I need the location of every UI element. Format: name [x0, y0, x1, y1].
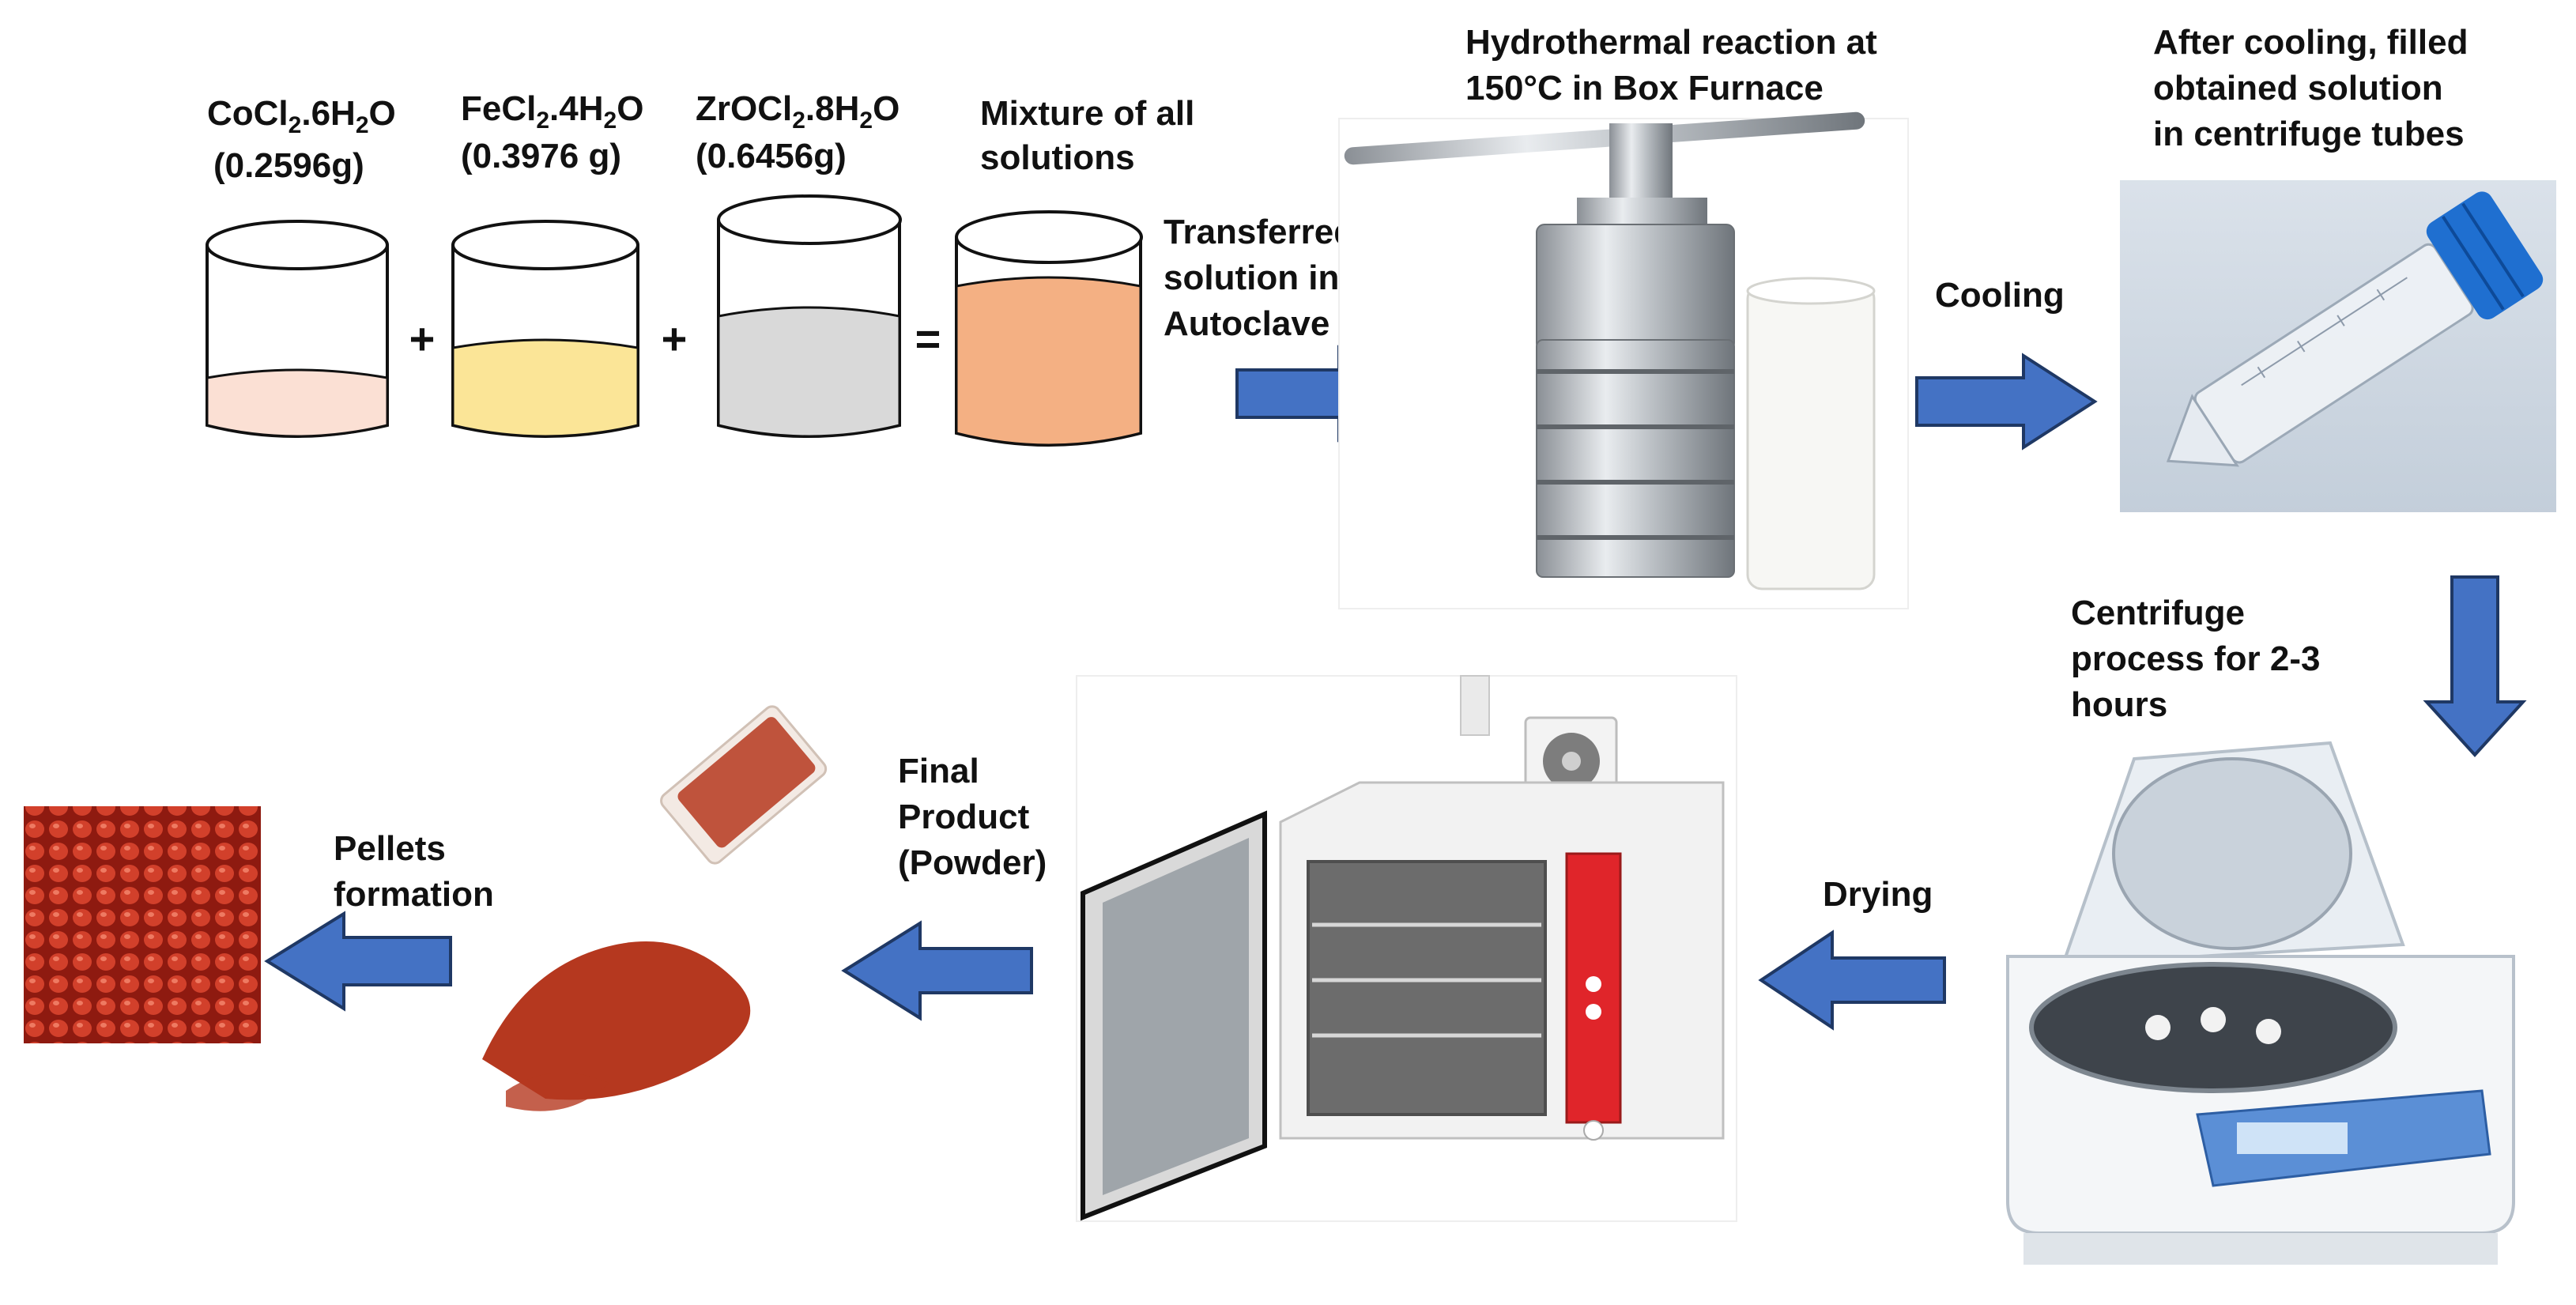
reagent-mass-zrocl2: (0.6456g) [696, 137, 847, 175]
beaker-mixture [955, 210, 1143, 447]
step-label-hydrothermal: Hydrothermal reaction at 150°C in Box Fu… [1465, 23, 1887, 107]
beaker-zrocl2 [717, 194, 902, 438]
mixture-label: Mixture of all solutions [980, 94, 1205, 177]
step-label-pellets: Pellets formation [334, 829, 494, 914]
reagent-mass-cocl2: (0.2596g) [213, 146, 364, 185]
centrifuge-machine-image [2006, 741, 2515, 1265]
step-label-tubes: After cooling, filled obtained solution … [2153, 23, 2478, 153]
step-label-final-product: Final Product (Powder) [898, 752, 1047, 882]
drying-oven-image [1076, 675, 1737, 1222]
plus-sign-2: + [662, 314, 688, 364]
beaker-fecl2-liquid [451, 338, 639, 438]
reagent-mass-fecl2: (0.3976 g) [461, 137, 621, 175]
reagent-label-zrocl2: ZrOCl2.8H2O [696, 89, 900, 134]
autoclave-image [1338, 111, 1909, 609]
reagent-label-cocl2: CoCl2.6H2O [207, 94, 396, 138]
reagent-label-fecl2: FeCl2.4H2O [461, 89, 643, 134]
step-label-cooling: Cooling [1935, 276, 2065, 315]
arrow-cooling [1915, 353, 2098, 451]
step-label-centrifuge: Centrifuge process for 2-3 hours [2071, 594, 2330, 724]
beaker-cocl2 [206, 220, 389, 438]
beaker-fecl2 [451, 220, 639, 438]
powder-product-image [482, 705, 828, 1111]
arrow-to-centrifuge [2423, 575, 2527, 757]
equals-sign: = [915, 314, 941, 364]
arrow-drying [1758, 930, 1946, 1031]
plus-sign-1: + [409, 314, 436, 364]
pellets-image [24, 806, 261, 1043]
centrifuge-tube-image [2120, 180, 2556, 512]
step-label-drying: Drying [1823, 875, 1933, 914]
beaker-cocl2-liquid [206, 368, 389, 438]
beaker-zrocl2-liquid [717, 306, 901, 438]
arrow-pellets [264, 911, 452, 1012]
arrow-final-product [841, 920, 1033, 1021]
beaker-mixture-liquid [955, 276, 1142, 447]
